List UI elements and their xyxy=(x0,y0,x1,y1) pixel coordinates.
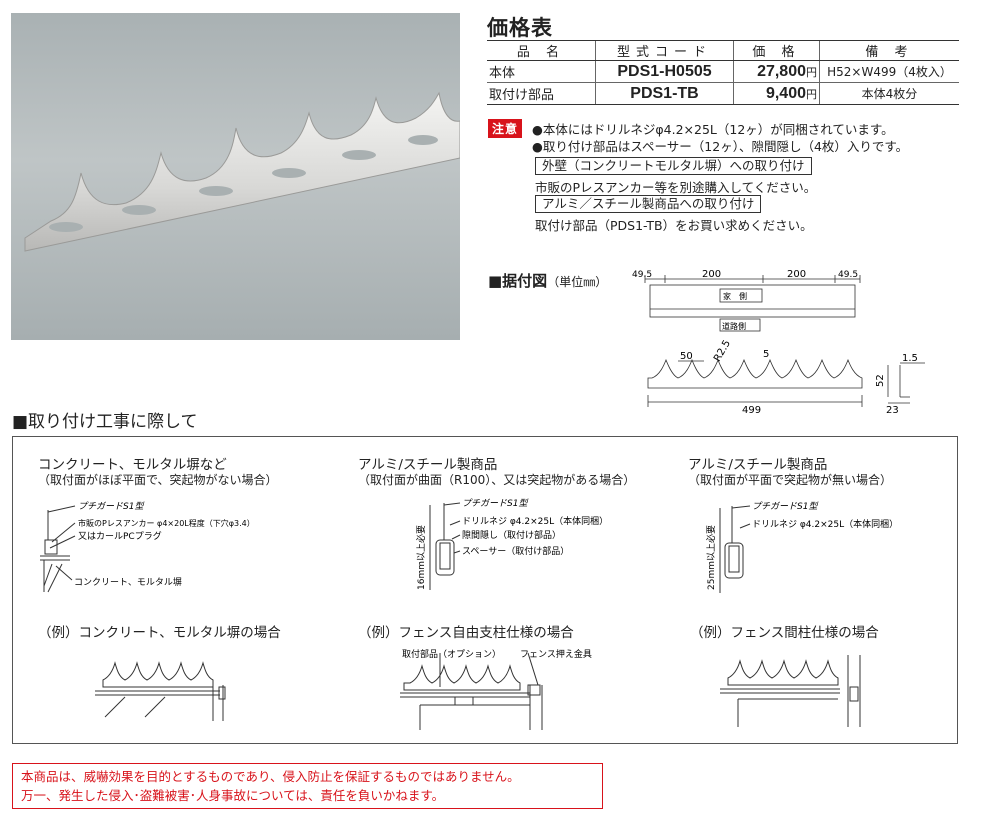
dim-mid-1: 200 xyxy=(702,269,721,280)
example-2-label-2: フェンス押え金具 xyxy=(520,648,592,660)
example-1-diagram xyxy=(95,661,226,721)
price-table: 品 名 型式コード 価 格 備 考 本体 PDS1-H0505 27,800円 … xyxy=(487,40,959,105)
dim-depth: 23 xyxy=(886,405,899,415)
dim-thickness: 1.5 xyxy=(902,353,918,364)
case-1-label-2: 市販のPレスアンカー φ4×20L程度（下穴φ3.4） xyxy=(78,518,255,528)
case-1-label-4: コンクリート、モルタル塀 xyxy=(74,577,182,588)
product-price: 27,800円 xyxy=(733,60,820,83)
table-row: 取付け部品 PDS1-TB 9,400円 本体4枚分 xyxy=(487,82,959,105)
example-2-title: （例）フェンス自由支柱仕様の場合 xyxy=(358,625,574,641)
price-table-title: 価格表 xyxy=(487,16,553,40)
product-code: PDS1-TB xyxy=(595,82,734,105)
case-2-label-3: 隙間隠し（取付け部品） xyxy=(462,529,561,541)
caution-badge: 注意 xyxy=(488,119,523,138)
dim-right: 49.5 xyxy=(838,270,858,280)
metal-install-text: 取付け部品（PDS1-TB）をお買い求めください。 xyxy=(535,218,813,233)
example-3-diagram xyxy=(720,655,861,727)
dim-mid-2: 200 xyxy=(787,269,806,280)
example-2-diagram: 取付部品（オプション） フェンス押え金具 xyxy=(400,648,592,730)
product-name: 取付け部品 xyxy=(487,82,596,105)
example-1-title: （例）コンクリート、モルタル塀の場合 xyxy=(38,625,281,641)
example-3-title: （例）フェンス間柱仕様の場合 xyxy=(690,625,879,641)
header-code: 型式コード xyxy=(595,40,734,61)
disclaimer-line-2: 万一、発生した侵入･盗難被害･人身事故については、責任を負いかねます。 xyxy=(21,788,445,803)
example-2-label-1: 取付部品（オプション） xyxy=(402,648,501,660)
caution-line-2: ●取り付け部品はスペーサー（12ヶ）、隙間隠し（4枚）入りです。 xyxy=(532,139,909,154)
case-3-label-2: ドリルネジ φ4.2×25L（本体同梱） xyxy=(752,518,898,530)
case-1-label-3: 又はカールPCプラグ xyxy=(78,530,162,542)
dim-width: 499 xyxy=(742,405,761,415)
case-2-sub: （取付面が曲面（R100）、又は突起物がある場合） xyxy=(358,473,636,487)
metal-install-label: アルミ／スチール製商品への取り付け xyxy=(535,195,762,213)
case-2-title: アルミ/スチール製商品 xyxy=(358,457,498,473)
table-row: 本体 PDS1-H0505 27,800円 H52×W499（4枚入） xyxy=(487,60,959,83)
header-price: 価 格 xyxy=(733,40,820,61)
product-name: 本体 xyxy=(487,60,596,83)
product-note: H52×W499（4枚入） xyxy=(819,60,959,83)
dim-radius: R2.5 xyxy=(712,338,733,363)
case-2-label-4: スペーサー（取付け部品） xyxy=(462,545,569,557)
case-2-label-1: プチガードS1型 xyxy=(462,498,528,509)
case-2-diagram: 16mm以上必要 プチガードS1型 ドリルネジ φ4.2×25L（本体同梱） 隙… xyxy=(415,498,608,590)
case-2-label-2: ドリルネジ φ4.2×25L（本体同梱） xyxy=(462,515,608,527)
product-photo xyxy=(11,13,461,340)
case-3-vlabel: 25mm以上必要 xyxy=(705,525,717,590)
case-2-vlabel: 16mm以上必要 xyxy=(415,525,427,590)
wall-install-text: 市販のPレスアンカー等を別途購入してください。 xyxy=(535,180,817,195)
unit-label: （単位㎜） xyxy=(547,275,608,289)
case-3-diagram: 25mm以上必要 プチガードS1型 ドリルネジ φ4.2×25L（本体同梱） xyxy=(705,501,898,593)
caution-line-1: ●本体にはドリルネジφ4.2×25L（12ヶ）が同梱されています。 xyxy=(532,122,894,137)
product-price: 9,400円 xyxy=(733,82,820,105)
header-name: 品 名 xyxy=(487,40,596,61)
installation-box xyxy=(12,436,958,744)
dim-pitch: 50 xyxy=(680,351,693,362)
case-3-sub: （取付面が平面で突起物が無い場合） xyxy=(688,473,893,487)
case-1-label-1: プチガードS1型 xyxy=(78,501,144,512)
product-note: 本体4枚分 xyxy=(819,82,959,105)
case-3-title: アルミ/スチール製商品 xyxy=(688,457,828,473)
install-figure-title: ■据付図（単位㎜） xyxy=(488,272,608,290)
wall-install-label: 外壁（コンクリートモルタル塀）への取り付け xyxy=(535,157,812,175)
dim-height: 52 xyxy=(875,374,886,387)
install-drawing: 49.5 200 200 49.5 家 側 道路側 50 R2.5 5 499 … xyxy=(632,269,925,415)
dim-gap: 5 xyxy=(763,349,769,360)
disclaimer-line-1: 本商品は、威嚇効果を目的とするものであり、侵入防止を保証するものではありません。 xyxy=(21,769,520,784)
case-1-diagram: プチガードS1型 市販のPレスアンカー φ4×20L程度（下穴φ3.4） 又はカ… xyxy=(40,501,255,593)
dim-left: 49.5 xyxy=(632,270,652,280)
case-3-label-1: プチガードS1型 xyxy=(752,501,818,512)
spike-strip-photo xyxy=(24,91,461,252)
case-1-sub: （取付面がほぼ平面で、突起物がない場合） xyxy=(38,473,278,487)
house-side-label: 家 側 xyxy=(723,291,747,301)
disclaimer-box: 本商品は、威嚇効果を目的とするものであり、侵入防止を保証するものではありません。… xyxy=(12,763,603,809)
case-1-title: コンクリート、モルタル塀など xyxy=(38,457,227,473)
header-note: 備 考 xyxy=(819,40,959,61)
product-code: PDS1-H0505 xyxy=(595,60,734,83)
road-side-label: 道路側 xyxy=(722,321,746,331)
installation-section-title: ■取り付け工事に際して xyxy=(12,412,198,432)
